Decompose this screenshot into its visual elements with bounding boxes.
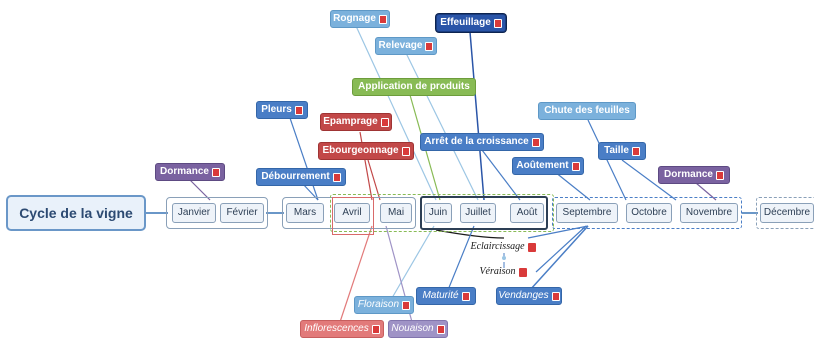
note-icon [551,291,560,301]
node-dormance-right[interactable]: Dormance [658,166,730,184]
note-icon [425,41,434,51]
node-label: Eclaircissage [470,241,525,252]
node-label: Ebourgeonnage [322,145,399,156]
month-label: Juillet [465,207,491,218]
node-vendanges[interactable]: Vendanges [496,287,562,305]
month-mars[interactable]: Mars [286,203,324,223]
node-eclaircissage[interactable]: Eclaircissage [466,240,540,254]
node-chute-feuilles[interactable]: Chute des feuilles [538,102,636,120]
month-label: Juin [428,207,448,218]
note-icon [332,172,341,182]
month-label: Avril [342,207,362,218]
node-label: Floraison [357,299,400,310]
node-arret-croissance[interactable]: Arrêt de la croissance [420,133,544,151]
node-rognage[interactable]: Rognage [330,10,390,28]
note-icon [527,242,536,252]
node-label: Dormance [160,166,209,177]
node-label: Application de produits [358,81,470,92]
note-icon [436,324,445,334]
month-juin[interactable]: Juin [424,203,452,223]
node-label: Relevage [378,40,423,51]
month-aout[interactable]: Août [510,203,544,223]
note-icon [402,300,411,310]
note-icon [571,161,580,171]
root-node-cycle[interactable]: Cycle de la vigne [6,195,146,231]
node-dormance-left[interactable]: Dormance [155,163,225,181]
note-icon [531,137,540,147]
node-epamprage[interactable]: Epamprage [320,113,392,131]
month-fevrier[interactable]: Février [220,203,264,223]
node-label: Aoûtement [516,160,569,171]
node-veraison[interactable]: Véraison [476,265,530,279]
node-label: Inflorescences [304,323,369,334]
note-icon [378,14,387,24]
month-mai[interactable]: Mai [380,203,412,223]
node-relevage[interactable]: Relevage [375,37,437,55]
node-application-produits[interactable]: Application de produits [352,78,476,96]
node-aoutement[interactable]: Aoûtement [512,157,584,175]
node-label: Maturité [422,290,459,301]
node-taille[interactable]: Taille [598,142,646,160]
month-label: Septembre [562,207,612,218]
month-label: Mai [387,207,405,218]
node-label: Dormance [664,169,713,180]
node-floraison[interactable]: Floraison [354,296,414,314]
node-nouaison[interactable]: Nouaison [388,320,448,338]
note-icon [401,146,410,156]
note-icon [631,146,640,156]
note-icon [715,170,724,180]
note-icon [211,167,220,177]
note-icon [380,117,389,127]
node-debourrement[interactable]: Débourrement [256,168,346,186]
node-label: Rognage [333,13,376,24]
note-icon [493,18,502,28]
node-pleurs[interactable]: Pleurs [256,101,308,119]
month-avril[interactable]: Avril [334,203,370,223]
node-effeuillage[interactable]: Effeuillage [436,14,506,32]
node-ebourgeonnage[interactable]: Ebourgeonnage [318,142,414,160]
month-octobre[interactable]: Octobre [626,203,672,223]
note-icon [461,291,470,301]
month-decembre[interactable]: Décembre [760,203,814,223]
node-inflorescences[interactable]: Inflorescences [300,320,384,338]
note-icon [518,267,527,277]
node-label: Epamprage [323,116,378,127]
month-label: Mars [293,207,317,218]
note-icon [371,324,380,334]
root-label: Cycle de la vigne [19,205,133,221]
node-label: Nouaison [391,323,434,334]
month-label: Novembre [685,207,733,218]
node-label: Pleurs [261,104,292,115]
month-label: Août [516,207,538,218]
node-label: Vendanges [498,290,549,301]
note-icon [294,105,303,115]
month-label: Février [226,207,258,218]
node-label: Effeuillage [440,17,491,28]
month-label: Décembre [763,207,811,218]
node-label: Arrêt de la croissance [424,136,529,147]
month-septembre[interactable]: Septembre [556,203,618,223]
month-label: Janvier [177,207,211,218]
month-novembre[interactable]: Novembre [680,203,738,223]
month-juillet[interactable]: Juillet [460,203,496,223]
node-label: Taille [604,145,629,156]
node-label: Débourrement [261,171,330,182]
node-label: Véraison [479,266,516,277]
month-janvier[interactable]: Janvier [172,203,216,223]
node-label: Chute des feuilles [544,105,630,116]
month-label: Octobre [631,207,667,218]
node-maturite[interactable]: Maturité [416,287,476,305]
